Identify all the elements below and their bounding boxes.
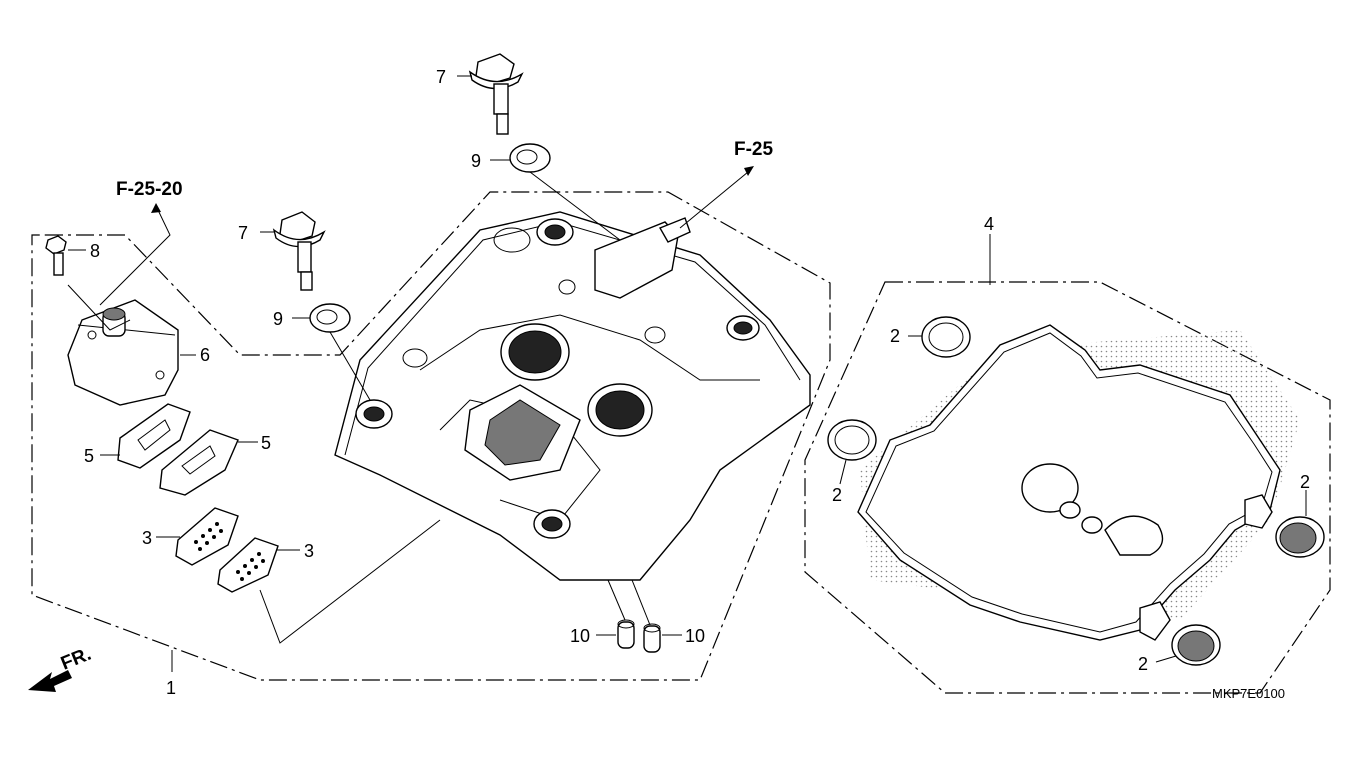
dowel-pin-right: [643, 623, 661, 653]
diagram-code: MKP7E0100: [1212, 686, 1285, 701]
callout-2-top[interactable]: 2: [890, 326, 900, 346]
bolt-upper: [468, 53, 524, 135]
callout-5-left[interactable]: 5: [84, 446, 94, 466]
callout-9-lower[interactable]: 9: [273, 309, 283, 329]
callout-6[interactable]: 6: [200, 345, 210, 365]
seal-washer-upper: [509, 143, 551, 173]
breather-cover: [67, 299, 179, 406]
dowel-pin-left: [617, 619, 635, 649]
callout-2-bottom[interactable]: 2: [1138, 654, 1148, 674]
callout-7-lower[interactable]: 7: [238, 223, 248, 243]
callout-3-right[interactable]: 3: [304, 541, 314, 561]
reference-arrow-icon: [744, 166, 754, 176]
plug-seal-top: [921, 316, 971, 358]
callout-1[interactable]: 1: [166, 678, 176, 698]
callout-3-left[interactable]: 3: [142, 528, 152, 548]
plug-seal-left: [827, 419, 877, 461]
front-indicator-label: FR.: [58, 644, 94, 675]
ref-breather[interactable]: F-25: [734, 139, 774, 160]
assembly-outline-gasket: [804, 281, 1331, 694]
callout-8[interactable]: 8: [90, 241, 100, 261]
bolt-lower: [272, 211, 326, 291]
reference-arrow-icon-left: [151, 203, 161, 213]
plug-seal-bottom: [1171, 624, 1221, 666]
callout-2-left[interactable]: 2: [832, 485, 842, 505]
head-cover-gasket: [857, 324, 1300, 641]
bolt-small: [45, 235, 67, 276]
breather-plate-right: [217, 537, 279, 593]
breather-gasket-left: [117, 403, 191, 469]
callout-10-left[interactable]: 10: [570, 626, 590, 646]
callout-10-right[interactable]: 10: [685, 626, 705, 646]
callout-5-right[interactable]: 5: [261, 433, 271, 453]
cylinder-head-cover: [334, 211, 811, 581]
callout-2-right[interactable]: 2: [1300, 472, 1310, 492]
callout-7-upper[interactable]: 7: [436, 67, 446, 87]
ref-head-cover-side[interactable]: F-25-20: [116, 179, 183, 200]
front-arrow-icon: [28, 670, 72, 692]
breather-plate-left: [175, 507, 239, 566]
callout-4[interactable]: 4: [984, 214, 994, 234]
callout-9-upper[interactable]: 9: [471, 151, 481, 171]
plug-seal-right: [1275, 516, 1325, 558]
breather-gasket-right: [159, 429, 239, 496]
leader-lines: [67, 75, 1307, 672]
assembly-outline-cover: [31, 191, 831, 681]
seal-washer-lower: [309, 303, 351, 333]
